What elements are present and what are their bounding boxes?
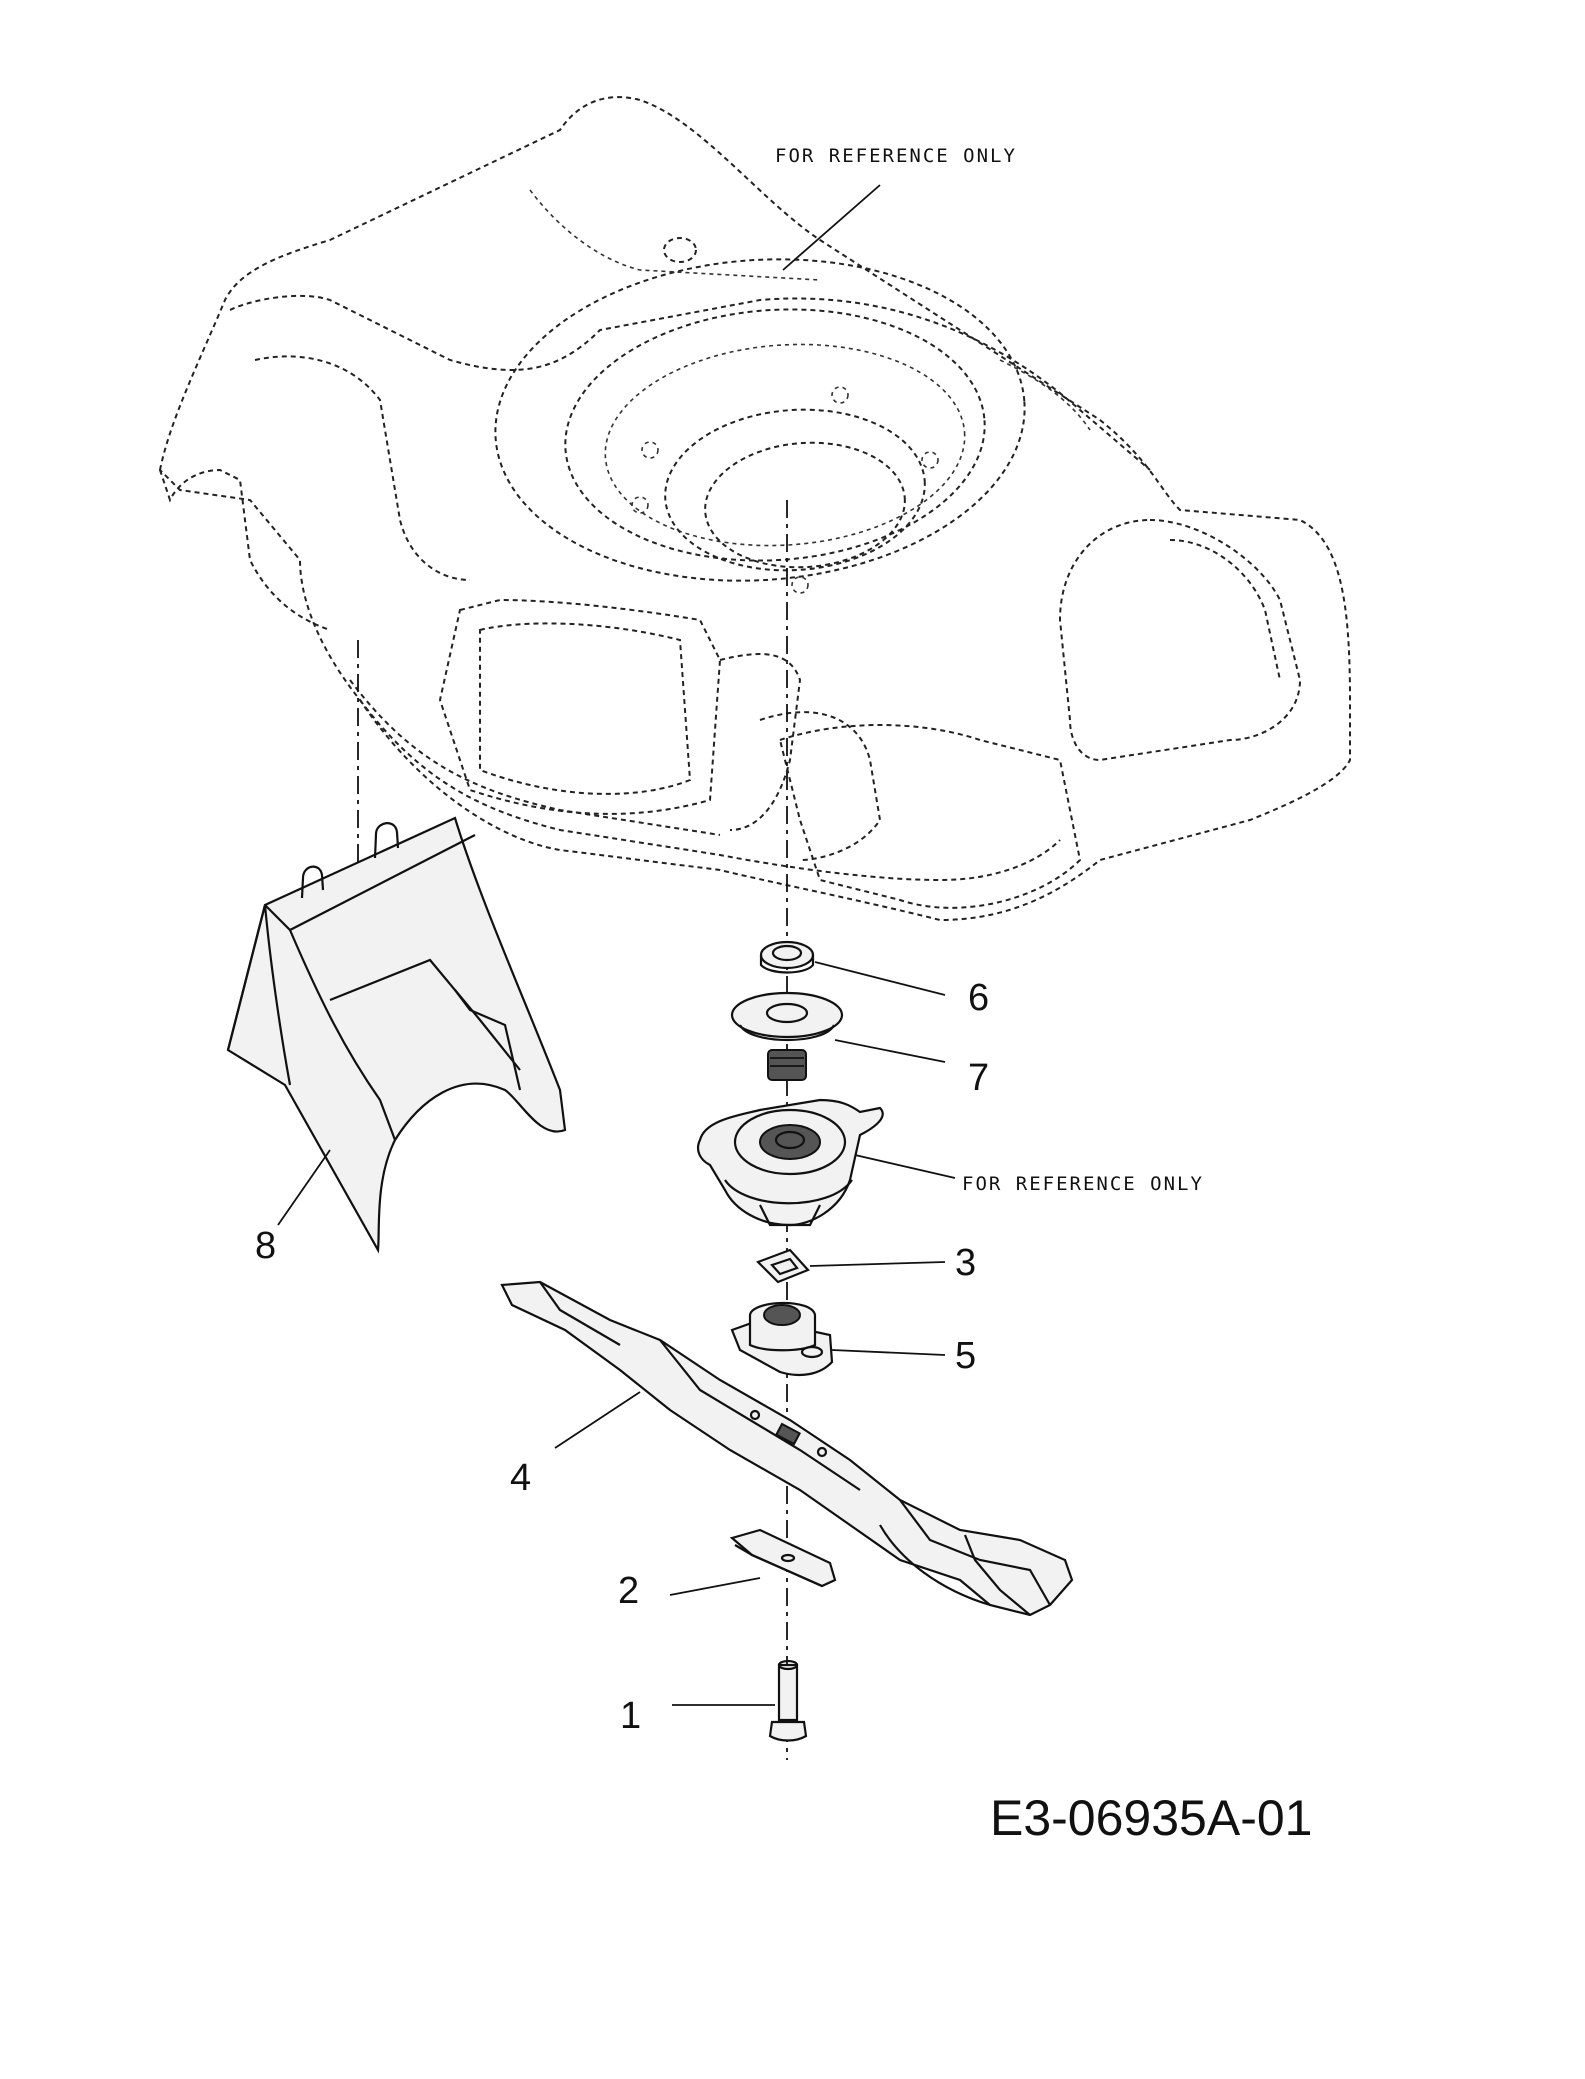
- callout-2: 2: [618, 1570, 639, 1612]
- discharge-deflector: [226, 816, 567, 1254]
- callout-8: 8: [255, 1225, 276, 1267]
- mower-blade: [500, 1280, 1074, 1617]
- callout-7-leader: [834, 1039, 946, 1063]
- callout-3: 3: [955, 1242, 976, 1284]
- drawing-id: E3-06935A-01: [990, 1790, 1312, 1846]
- deck-reference-label: FOR REFERENCE ONLY: [775, 145, 1017, 167]
- motor-reference-label: FOR REFERENCE ONLY: [962, 1173, 1204, 1195]
- blade-bolt: [768, 1659, 808, 1742]
- motor-reference: [696, 1098, 884, 1227]
- callout-6-leader: [814, 961, 946, 996]
- callout-5-leader: [831, 1349, 946, 1356]
- callout-1: 1: [620, 1695, 641, 1737]
- callout-4-leader: [554, 1391, 641, 1449]
- callout-8-leader: [277, 1149, 331, 1226]
- callout-7: 7: [968, 1057, 989, 1099]
- blade-retainer: [729, 1528, 837, 1588]
- blade-adapter-top: [730, 991, 844, 1081]
- callout-4: 4: [510, 1457, 531, 1499]
- callout-2-leader: [669, 1577, 761, 1596]
- mower-deck-outline: [158, 96, 1351, 922]
- callout-6: 6: [968, 977, 989, 1019]
- key-washer: [756, 1248, 810, 1284]
- blade-adapter: [730, 1301, 834, 1377]
- motor-reference-leader: [854, 1154, 956, 1179]
- bushing: [759, 940, 815, 974]
- deck-reference-leader: [782, 184, 881, 271]
- callout-3-leader: [809, 1261, 946, 1267]
- callout-5: 5: [955, 1335, 976, 1377]
